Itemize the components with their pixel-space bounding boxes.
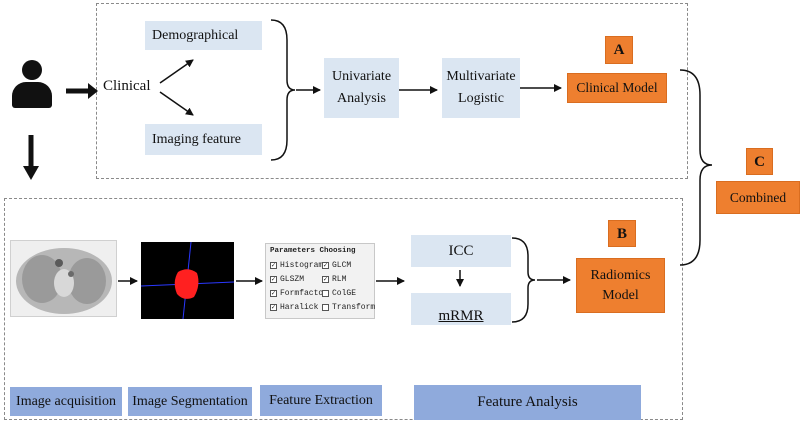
param-colge: ColGE	[322, 289, 356, 298]
param-label: Haralick	[280, 303, 319, 312]
fork-down-arrow	[159, 91, 194, 116]
univariate-line-2: Analysis	[337, 91, 386, 106]
mrmr-box: mRMR	[411, 293, 511, 325]
clinical-label: Clinical	[103, 78, 151, 94]
checkbox-icon: ✓	[270, 290, 277, 298]
multivariate-line-1: Multivariate	[446, 69, 516, 84]
radiomics-line-2: Model	[602, 287, 639, 303]
tag-a: A	[605, 36, 633, 64]
person-icon	[12, 60, 52, 108]
stage-image-segmentation: Image Segmentation	[128, 387, 252, 416]
clinical-brace	[270, 19, 296, 161]
person-down-arrowhead	[23, 166, 39, 180]
checkbox-icon: ✓	[270, 304, 277, 312]
checkbox-empty-icon	[322, 290, 329, 297]
radiomics-line-1: Radiomics	[590, 267, 651, 283]
clinical-model-box: Clinical Model	[567, 73, 667, 103]
param-glcm: ✓GLCM	[322, 261, 351, 270]
multivariate-logistic-box: Multivariate Logistic	[442, 58, 520, 118]
param-haralick: ✓Haralick	[270, 303, 318, 312]
checkbox-icon: ✓	[270, 276, 277, 284]
radiomics-pipeline-frame	[4, 198, 683, 420]
param-label: RLM	[332, 275, 347, 284]
param-transform: Transform	[322, 303, 375, 312]
analysis-brace	[511, 237, 536, 323]
checkbox-icon: ✓	[322, 262, 329, 270]
tag-b: B	[608, 220, 636, 247]
univariate-line-1: Univariate	[331, 69, 392, 84]
checkbox-icon: ✓	[322, 276, 329, 284]
parameters-title: Parameters Choosing	[270, 247, 356, 255]
checkbox-icon: ✓	[270, 262, 277, 270]
segmentation-image	[141, 242, 234, 319]
univariate-analysis-box: Univariate Analysis	[324, 58, 399, 118]
ct-image	[10, 240, 117, 317]
stage-image-acquisition: Image acquisition	[10, 387, 122, 416]
combine-brace	[679, 69, 713, 266]
param-formfacto: ✓Formfacto	[270, 289, 323, 298]
fork-up-arrow	[159, 59, 194, 84]
parameters-choosing-panel: Parameters Choosing ✓Histogram ✓GLCM ✓GL…	[265, 243, 375, 319]
param-label: Histogram	[280, 261, 324, 270]
param-label: GLCM	[332, 261, 352, 270]
param-label: Formfacto	[280, 289, 324, 298]
param-label: Transform	[332, 303, 376, 312]
param-glszm: ✓GLSZM	[270, 275, 304, 284]
icc-box: ICC	[411, 235, 511, 267]
radiomics-model-box: Radiomics Model	[576, 258, 665, 313]
imaging-feature-box: Imaging feature	[145, 124, 262, 155]
param-rlm: ✓RLM	[322, 275, 346, 284]
stage-feature-analysis: Feature Analysis	[414, 385, 641, 420]
multivariate-line-2: Logistic	[458, 91, 504, 106]
param-label: ColGE	[332, 289, 357, 298]
tag-c: C	[746, 148, 773, 175]
param-label: GLSZM	[280, 275, 305, 284]
param-histogram: ✓Histogram	[270, 261, 323, 270]
demographical-box: Demographical	[145, 21, 262, 50]
combined-box: Combined	[716, 181, 800, 214]
stage-feature-extraction: Feature Extraction	[260, 385, 382, 416]
checkbox-empty-icon	[322, 304, 329, 311]
person-to-clinical-arrowhead	[88, 83, 98, 99]
